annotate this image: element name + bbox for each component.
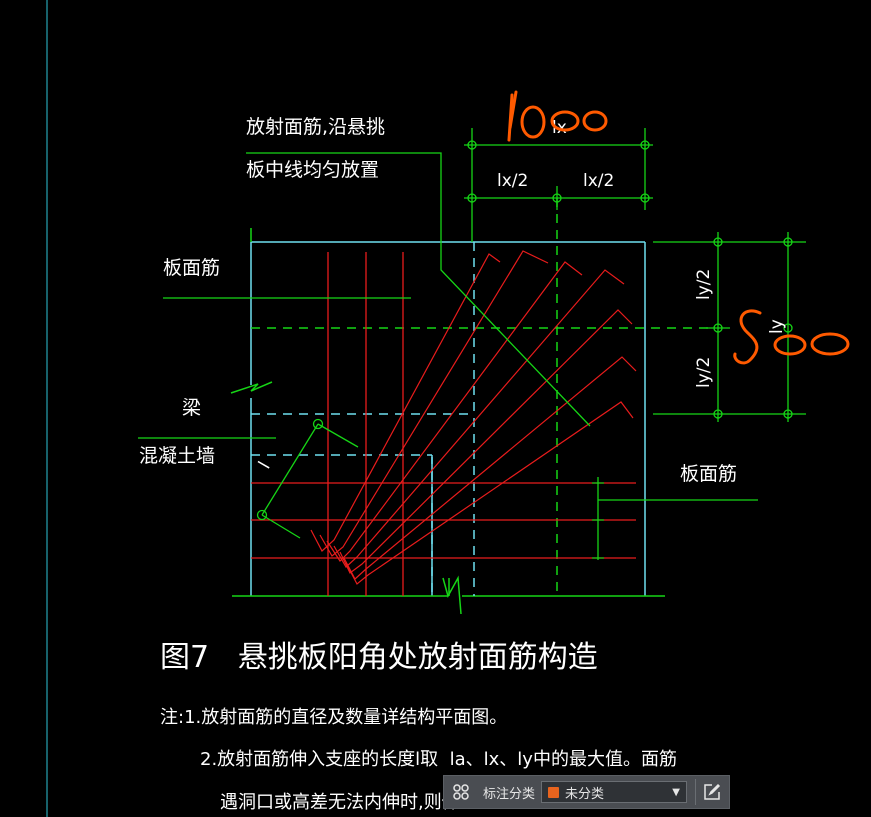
support-outline (230, 228, 665, 615)
edit-icon[interactable] (696, 776, 729, 808)
note-line-3: 遇洞口或高差无法内伸时,则伸至 (220, 792, 478, 813)
annotation-category-label: 标注分类 (483, 786, 536, 802)
dimension-lx (464, 128, 653, 242)
top-rebars-vertical (327, 252, 404, 596)
label-beam: 梁 (182, 397, 201, 419)
annotation-radial-text: 放射面筋,沿悬挑 (246, 116, 385, 138)
chevron-down-icon: ▼ (672, 786, 680, 798)
annotation-radial-text-2: 板中线均匀放置 (246, 159, 379, 181)
leader-lines (138, 152, 758, 560)
category-selected-value: 未分类 (565, 786, 605, 802)
dim-ly-half-label-2: ly/2 (694, 357, 714, 388)
dim-ly-label: ly (767, 319, 787, 334)
label-top-rebar-right: 板面筋 (680, 463, 737, 485)
dashed-centerlines (251, 198, 715, 596)
radial-rebars (310, 250, 637, 585)
dimension-l (256, 418, 359, 539)
dim-lx-half-label-1: lx/2 (497, 171, 528, 191)
toolbar-divider (695, 779, 696, 805)
dimension-ticks (592, 482, 604, 559)
dimension-ly (653, 232, 806, 422)
label-top-rebar-left: 板面筋 (163, 257, 220, 279)
dim-l-label: l (255, 458, 275, 472)
annotation-category-select[interactable]: 未分类 ▼ (541, 781, 687, 803)
category-color-swatch (548, 786, 560, 798)
note-line-1: 注:1.放射面筋的直径及数量详结构平面图。 (160, 707, 507, 728)
dim-lx-half-label-2: lx/2 (583, 171, 614, 191)
figure-title: 图7 悬挑板阳角处放射面筋构造 (160, 640, 598, 675)
label-concrete-wall: 混凝土墙 (139, 445, 215, 467)
handwritten-1000 (507, 90, 608, 142)
note-line-2: 2.放射面筋伸入支座的长度l取 la、lx、ly中的最大值。面筋 (200, 749, 677, 770)
grid-menu-icon[interactable] (444, 776, 477, 808)
handwritten-500 (733, 309, 850, 365)
beam-dashed-lines (251, 242, 475, 596)
annotation-toolbar: 标注分类 未分类 ▼ (443, 775, 730, 809)
dim-ly-half-label-1: ly/2 (694, 269, 714, 300)
top-rebars-horizontal (251, 482, 636, 559)
